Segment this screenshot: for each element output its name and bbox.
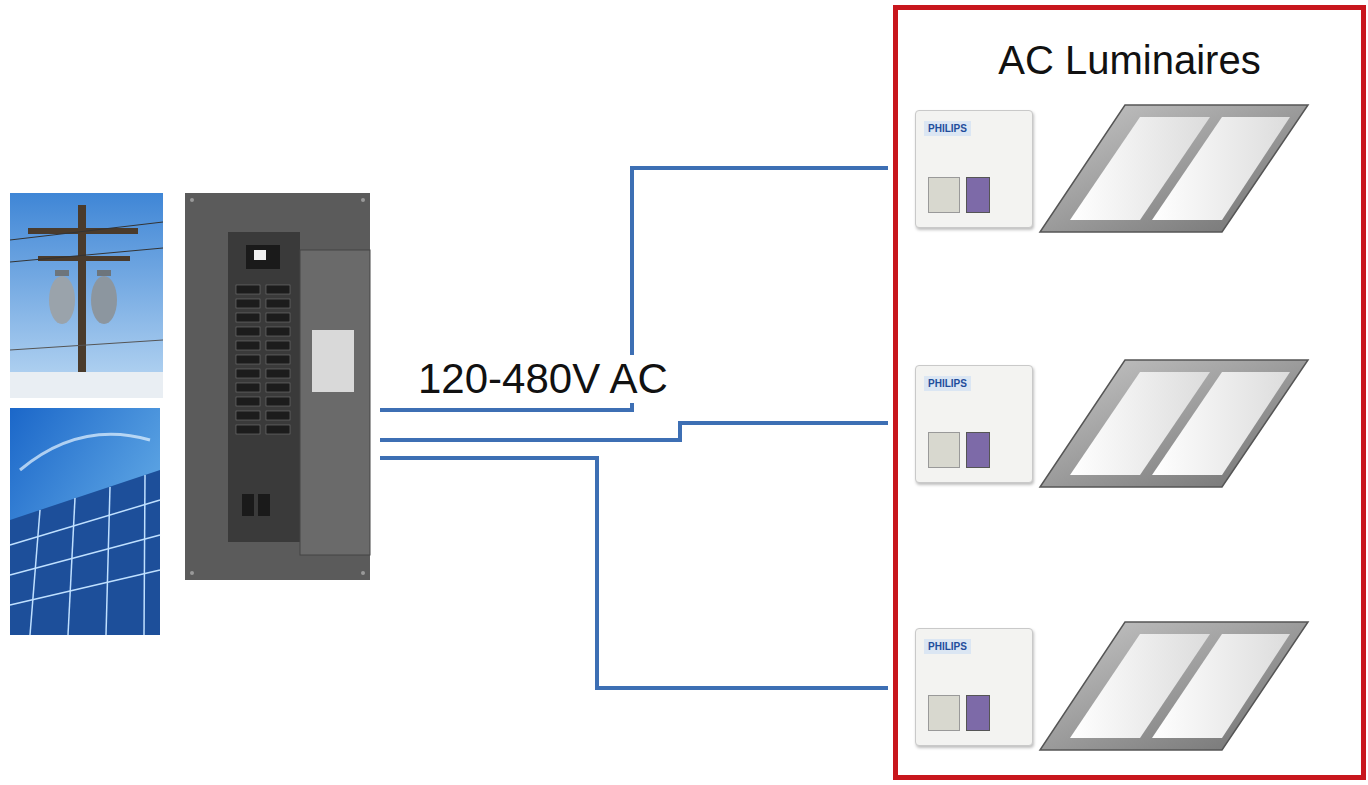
terminal-block [966,695,990,731]
troffer-luminaire [1040,622,1308,750]
wire [380,168,888,688]
utility-pole-photo [10,193,163,398]
troffer-luminaire [1040,360,1308,487]
brand-label: PHILIPS [924,121,971,136]
solar-panel-photo [10,408,160,635]
troffer-luminaire [1040,105,1308,232]
breaker-panel [185,193,370,580]
brand-label: PHILIPS [924,639,971,654]
region-title: AC Luminaires [898,38,1361,83]
terminal-block [928,177,960,213]
brand-label: PHILIPS [924,376,971,391]
terminal-block [928,432,960,468]
driver-box: PHILIPS [915,365,1033,483]
terminal-block [966,432,990,468]
region-box: AC LuminairesPHILIPS PHILIPS PHILIPS [893,5,1366,780]
terminal-block [928,695,960,731]
driver-box: PHILIPS [915,628,1033,746]
terminal-block [966,177,990,213]
driver-box: PHILIPS [915,110,1033,228]
voltage-label: 120-480V AC [414,355,672,403]
